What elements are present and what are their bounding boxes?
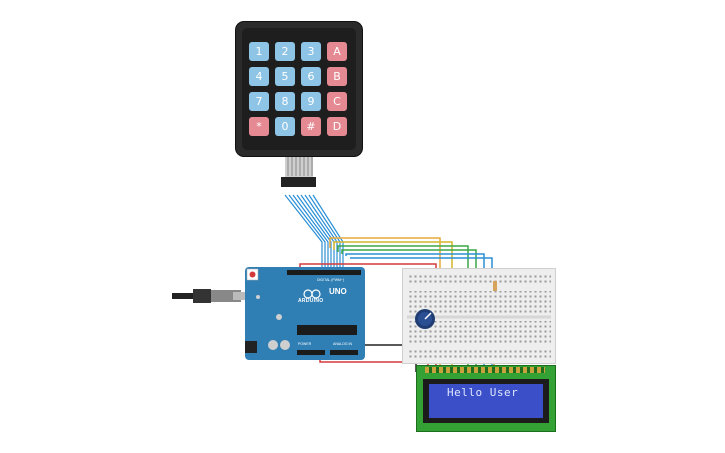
- arduino-model-label: UNO: [329, 287, 347, 296]
- lcd-bezel: [423, 379, 549, 423]
- digital-header-label: DIGITAL (PWM~): [317, 278, 345, 282]
- keypad-key[interactable]: *: [249, 117, 269, 136]
- keypad-key[interactable]: 8: [275, 92, 295, 111]
- arduino-uno-board[interactable]: DIGITAL (PWM~) ARDUINO UNO POWER ANALOG …: [245, 267, 365, 360]
- keypad-key[interactable]: 4: [249, 67, 269, 86]
- keypad-key[interactable]: C: [327, 92, 347, 111]
- keypad-key[interactable]: 0: [275, 117, 295, 136]
- lcd-16x2[interactable]: Hello User: [416, 365, 556, 432]
- keypad-key[interactable]: 6: [301, 67, 321, 86]
- lcd-screen: [429, 384, 543, 418]
- keypad-key[interactable]: B: [327, 67, 347, 86]
- keypad-key[interactable]: 3: [301, 42, 321, 61]
- keypad-key[interactable]: D: [327, 117, 347, 136]
- keypad-key[interactable]: 9: [301, 92, 321, 111]
- lcd-text-line1: Hello User: [447, 386, 519, 399]
- keypad-key[interactable]: #: [301, 117, 321, 136]
- keypad-key[interactable]: 5: [275, 67, 295, 86]
- lcd-data-wires: [299, 237, 493, 372]
- keypad-ribbon-wires: [284, 194, 344, 268]
- keypad-connector: [281, 155, 316, 187]
- breadboard[interactable]: [402, 268, 556, 364]
- keypad-key[interactable]: 7: [249, 92, 269, 111]
- lcd-pin-header: [425, 367, 545, 373]
- breadboard-holes: [407, 273, 551, 359]
- power-header-label: POWER: [298, 342, 312, 346]
- keypad-key[interactable]: A: [327, 42, 347, 61]
- analog-header-label: ANALOG IN: [333, 342, 353, 346]
- keypad-key[interactable]: 2: [275, 42, 295, 61]
- usb-cable: [172, 289, 247, 303]
- arduino-logo-text: ARDUINO: [298, 298, 324, 304]
- keypad-key[interactable]: 1: [249, 42, 269, 61]
- arduino-details: [245, 268, 361, 355]
